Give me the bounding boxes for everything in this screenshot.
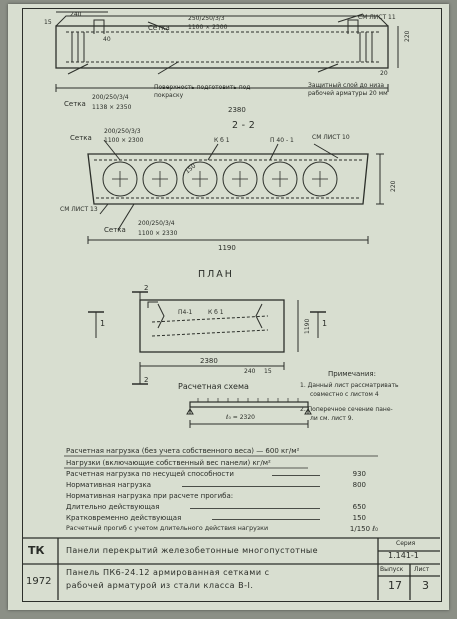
calc-scheme [186, 398, 312, 428]
setka-22-bottom-spec: 200/250/3/4 [138, 220, 175, 227]
section-2-2-title: 2 - 2 [232, 120, 256, 131]
load-row: Нормативная нагрузка 800 [66, 481, 366, 489]
setka-22-bottom-label: Сетка [104, 226, 126, 234]
tb-issue-label: Выпуск [380, 566, 404, 573]
load-row: Расчетная нагрузка по несущей способност… [66, 470, 366, 478]
title-block-grid [22, 537, 440, 600]
calc-scheme-title: Расчетная схема [178, 382, 249, 391]
note-1-a: 1. Данный лист рассматривать [300, 382, 399, 389]
plan-cut-1-left: 1 [100, 319, 106, 328]
plan-dim-240: 240 [244, 368, 256, 375]
drawing-linework [22, 11, 440, 600]
plan-dim-1190: 1190 [304, 318, 311, 334]
dim-240: 240 [70, 11, 82, 18]
setka-bottom-label: Сетка [64, 100, 86, 108]
setka-right-size: 1100 × 2300 [188, 24, 228, 31]
load-row: Длительно действующая 650 [66, 503, 366, 511]
calc-scheme-span: ℓ₀ = 2320 [226, 414, 255, 421]
tb-sheet-value: 3 [422, 579, 429, 592]
dim-15: 15 [44, 19, 52, 26]
dim-220-top: 220 [404, 30, 411, 42]
setka-bottom-spec: 200/250/3/4 [92, 94, 129, 101]
setka-22-label: Сетка [70, 134, 92, 142]
sm-list-10: СМ ЛИСТ 10 [312, 134, 350, 141]
tb-sheet-label: Лист [414, 566, 430, 573]
loads-sub: Нагрузки (включающие собственный вес пан… [66, 459, 271, 467]
setka-bottom-size: 1138 × 2350 [92, 104, 132, 111]
label-kd1: К б 1 [214, 137, 230, 144]
drawing-frame [22, 8, 442, 602]
dim-220-22: 220 [390, 180, 397, 192]
tb-series-label: Серия [396, 540, 416, 547]
note-2-a: 2. Поперечное сечение пане- [300, 406, 393, 413]
note-podgotovka: Поверхность подготовить под покраску [154, 84, 251, 99]
setka-22-size: 1100 × 2300 [104, 137, 144, 144]
tb-series-value: 1.141-1 [388, 551, 419, 560]
tb-issue-value: 17 [388, 579, 402, 592]
dim-1190-22: 1190 [218, 244, 236, 252]
note-2-b: ли см. лист 9. [310, 415, 354, 422]
note-1-b: совместно с листом 4 [310, 391, 379, 398]
tb-tk: ТК [28, 544, 45, 557]
tb-desc-1: Панель ПК6-24.12 армированная сетками с [66, 568, 270, 577]
setka-22-bottom-size: 1100 × 2330 [138, 230, 178, 237]
plan-view [88, 291, 326, 385]
dim-20: 20 [380, 70, 388, 77]
plan-dim-2380: 2380 [200, 357, 218, 365]
note-zash-1: Защитный слой до низа [308, 82, 385, 89]
plan-cut-2-bottom: 2 [144, 376, 149, 384]
dim-2380-top: 2380 [228, 106, 246, 114]
plan-cut-1-right: 1 [322, 319, 328, 328]
plan-pd1: П4-1 [178, 309, 193, 316]
plan-cut-2-top: 2 [144, 284, 149, 292]
label-pd1: П 40 - 1 [270, 137, 294, 144]
setka-right-spec: 250/250/3/3 [188, 15, 225, 22]
plan-kd1: К б 1 [208, 309, 224, 316]
load-row: Нормативная нагрузка при расчете прогиба… [66, 492, 234, 500]
setka-top-label: Сетка [148, 24, 170, 32]
note-zash-2: рабочей арматуры 20 мм [308, 90, 388, 97]
plan-title: ПЛАН [198, 269, 234, 280]
loads-header: Расчетная нагрузка (без учета собственно… [66, 447, 300, 455]
notes-title: Примечания: [328, 370, 376, 378]
longitudinal-section [55, 11, 399, 92]
sm-list-13: СМ ЛИСТ 13 [60, 206, 98, 213]
dim-40: 40 [103, 36, 111, 43]
cross-section-2-2 [87, 139, 384, 244]
sm-list-11: СМ ЛИСТ 11 [358, 14, 396, 21]
plan-dim-15: 15 [264, 368, 272, 375]
tb-title-line: Панели перекрытий железобетонные многопу… [66, 546, 318, 555]
tb-year: 1972 [26, 576, 52, 587]
load-row: Расчетный прогиб с учетом длительного де… [66, 525, 378, 533]
tb-desc-2: рабочей арматурой из стали класса В-I. [66, 581, 254, 590]
setka-22-spec: 200/250/3/3 [104, 128, 141, 135]
drawing-sheet: 15 240 40 20 Сетка 250/250/3/3 1100 × 23… [8, 4, 449, 610]
load-row: Кратковременно действующая 150 [66, 514, 366, 522]
